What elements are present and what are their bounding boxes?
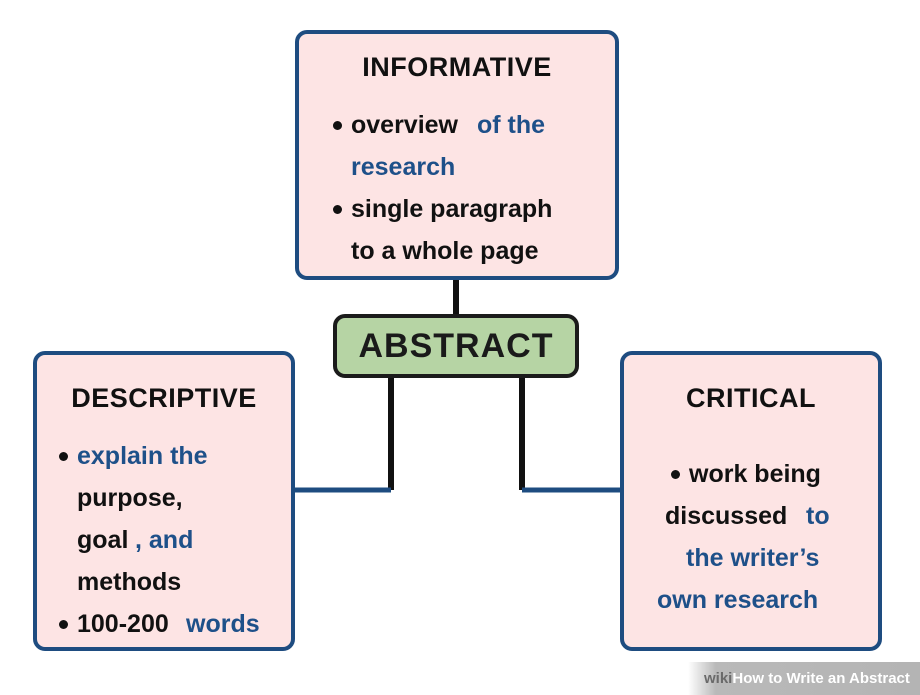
descriptive-line: 100-200 — [77, 610, 169, 638]
informative-title: INFORMATIVE — [362, 52, 552, 82]
descriptive-line: methods — [77, 568, 182, 596]
critical-title: CRITICAL — [686, 383, 816, 413]
informative-line: of the — [477, 111, 546, 139]
abstract-center-box: ABSTRACT — [333, 314, 579, 378]
bullet-icon — [59, 452, 68, 461]
bullet-icon — [333, 205, 342, 214]
informative-box: INFORMATIVE overview of the research sin… — [295, 30, 619, 280]
descriptive-line: , and — [135, 526, 194, 554]
informative-line: overview — [351, 111, 459, 139]
descriptive-box: DESCRIPTIVE explain the purpose, goal , … — [33, 351, 295, 651]
descriptive-title: DESCRIPTIVE — [71, 383, 257, 413]
bullet-icon — [59, 620, 68, 629]
descriptive-line: words — [186, 610, 260, 638]
watermark-title: How to Write an Abstract — [732, 670, 910, 687]
descriptive-line: explain the — [77, 442, 208, 470]
bullet-icon — [671, 470, 680, 479]
critical-line: the writer’s — [686, 544, 820, 572]
critical-line: work being — [689, 460, 821, 488]
informative-line: single paragraph — [351, 195, 553, 223]
critical-line: own research — [657, 586, 819, 614]
descriptive-line: goal — [77, 526, 129, 554]
wikihow-watermark: wikiHow to Write an Abstract — [688, 662, 920, 695]
informative-line: to a whole page — [351, 237, 539, 265]
critical-box: CRITICAL work being discussed to the wri… — [620, 351, 882, 651]
bullet-icon — [333, 121, 342, 130]
informative-line: research — [351, 153, 456, 181]
descriptive-line: purpose, — [77, 484, 183, 512]
watermark-brand: wiki — [704, 670, 733, 687]
critical-line: to — [806, 502, 830, 530]
critical-line: discussed — [665, 502, 788, 530]
